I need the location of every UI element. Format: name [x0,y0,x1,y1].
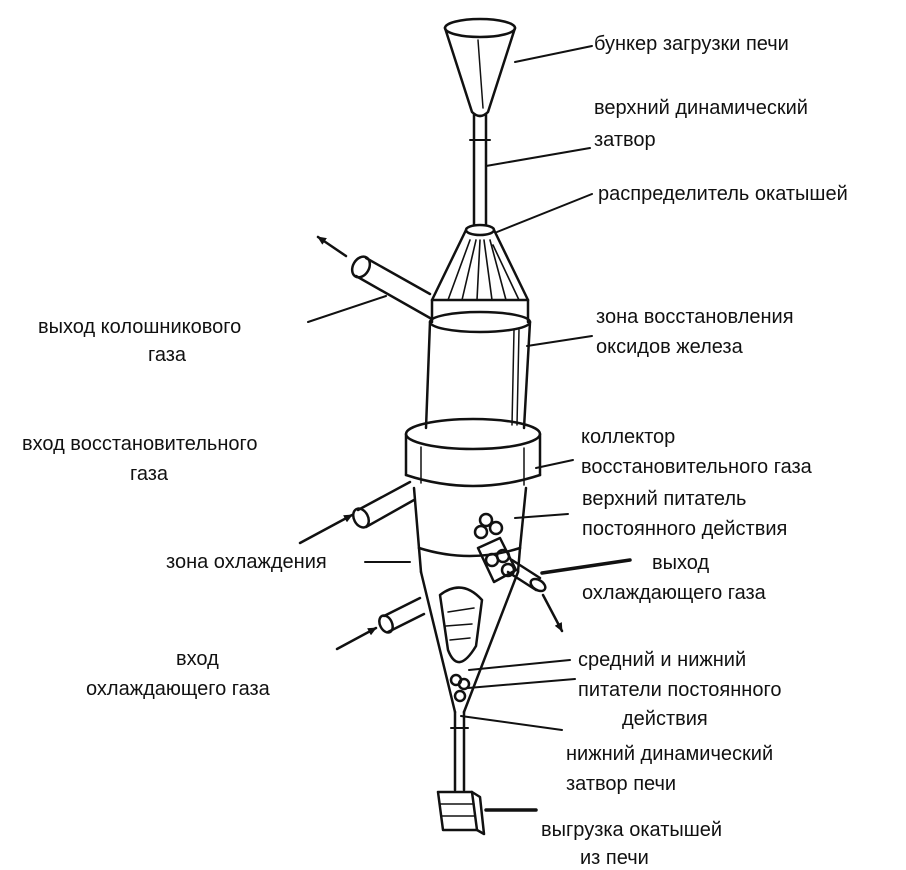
top-gas-pipe [349,253,430,318]
label-cooling-gas-out-line2: охлаждающего газа [582,581,766,605]
label-lower-seal-line1: нижний динамический [566,742,773,766]
label-top-gas-line2: газа [38,343,296,367]
label-distributor: распределитель окатышей [598,182,848,206]
lower-seal-pipe [451,712,468,790]
label-feeders-line1: средний и нижний [578,648,746,672]
reduction-shaft [426,300,530,428]
cooling-gas-pipe [377,598,424,635]
cooling-cone [421,572,518,712]
label-upper-feeder-line2: постоянного действия [582,517,787,541]
label-upper-seal-line1: верхний динамический [594,96,808,120]
reducing-gas-pipe [350,482,414,530]
label-cooling-zone: зона охлаждения [166,550,327,574]
label-upper-feeder-line1: верхний питатель [582,487,746,511]
distributor-shape [432,225,528,300]
hopper-shape [445,19,515,116]
label-reduction-zone-line1: зона восстановления [596,305,794,329]
label-upper-seal-line2: затвор [594,128,656,152]
middle-lower-feeders [451,675,469,701]
label-reduction-zone-line2: оксидов железа [596,335,743,359]
upper-feeder [475,514,502,538]
label-cooling-gas-out-line1: выход [652,551,709,575]
label-lower-seal-line2: затвор печи [566,772,676,796]
label-cooling-gas-in-line1: вход [176,647,219,671]
label-discharge-line1: выгрузка окатышей [541,818,722,842]
label-collector-line2: восстановительного газа [581,455,812,479]
label-cooling-gas-in-line2: охлаждающего газа [86,677,270,701]
discharge-block [438,792,484,834]
label-feeders-line2: питатели постоянного [578,678,781,702]
label-reducing-gas-in-line2: газа [130,462,168,486]
upper-seal-pipe [470,114,490,225]
label-feeders-line3: действия [622,707,708,731]
label-hopper: бункер загрузки печи [594,32,789,56]
label-collector-line1: коллектор [581,425,675,449]
label-reducing-gas-in-line1: вход восстановительного [22,432,258,456]
label-top-gas-line1: выход колошникового [38,315,241,339]
label-discharge-line2: из печи [580,846,649,870]
